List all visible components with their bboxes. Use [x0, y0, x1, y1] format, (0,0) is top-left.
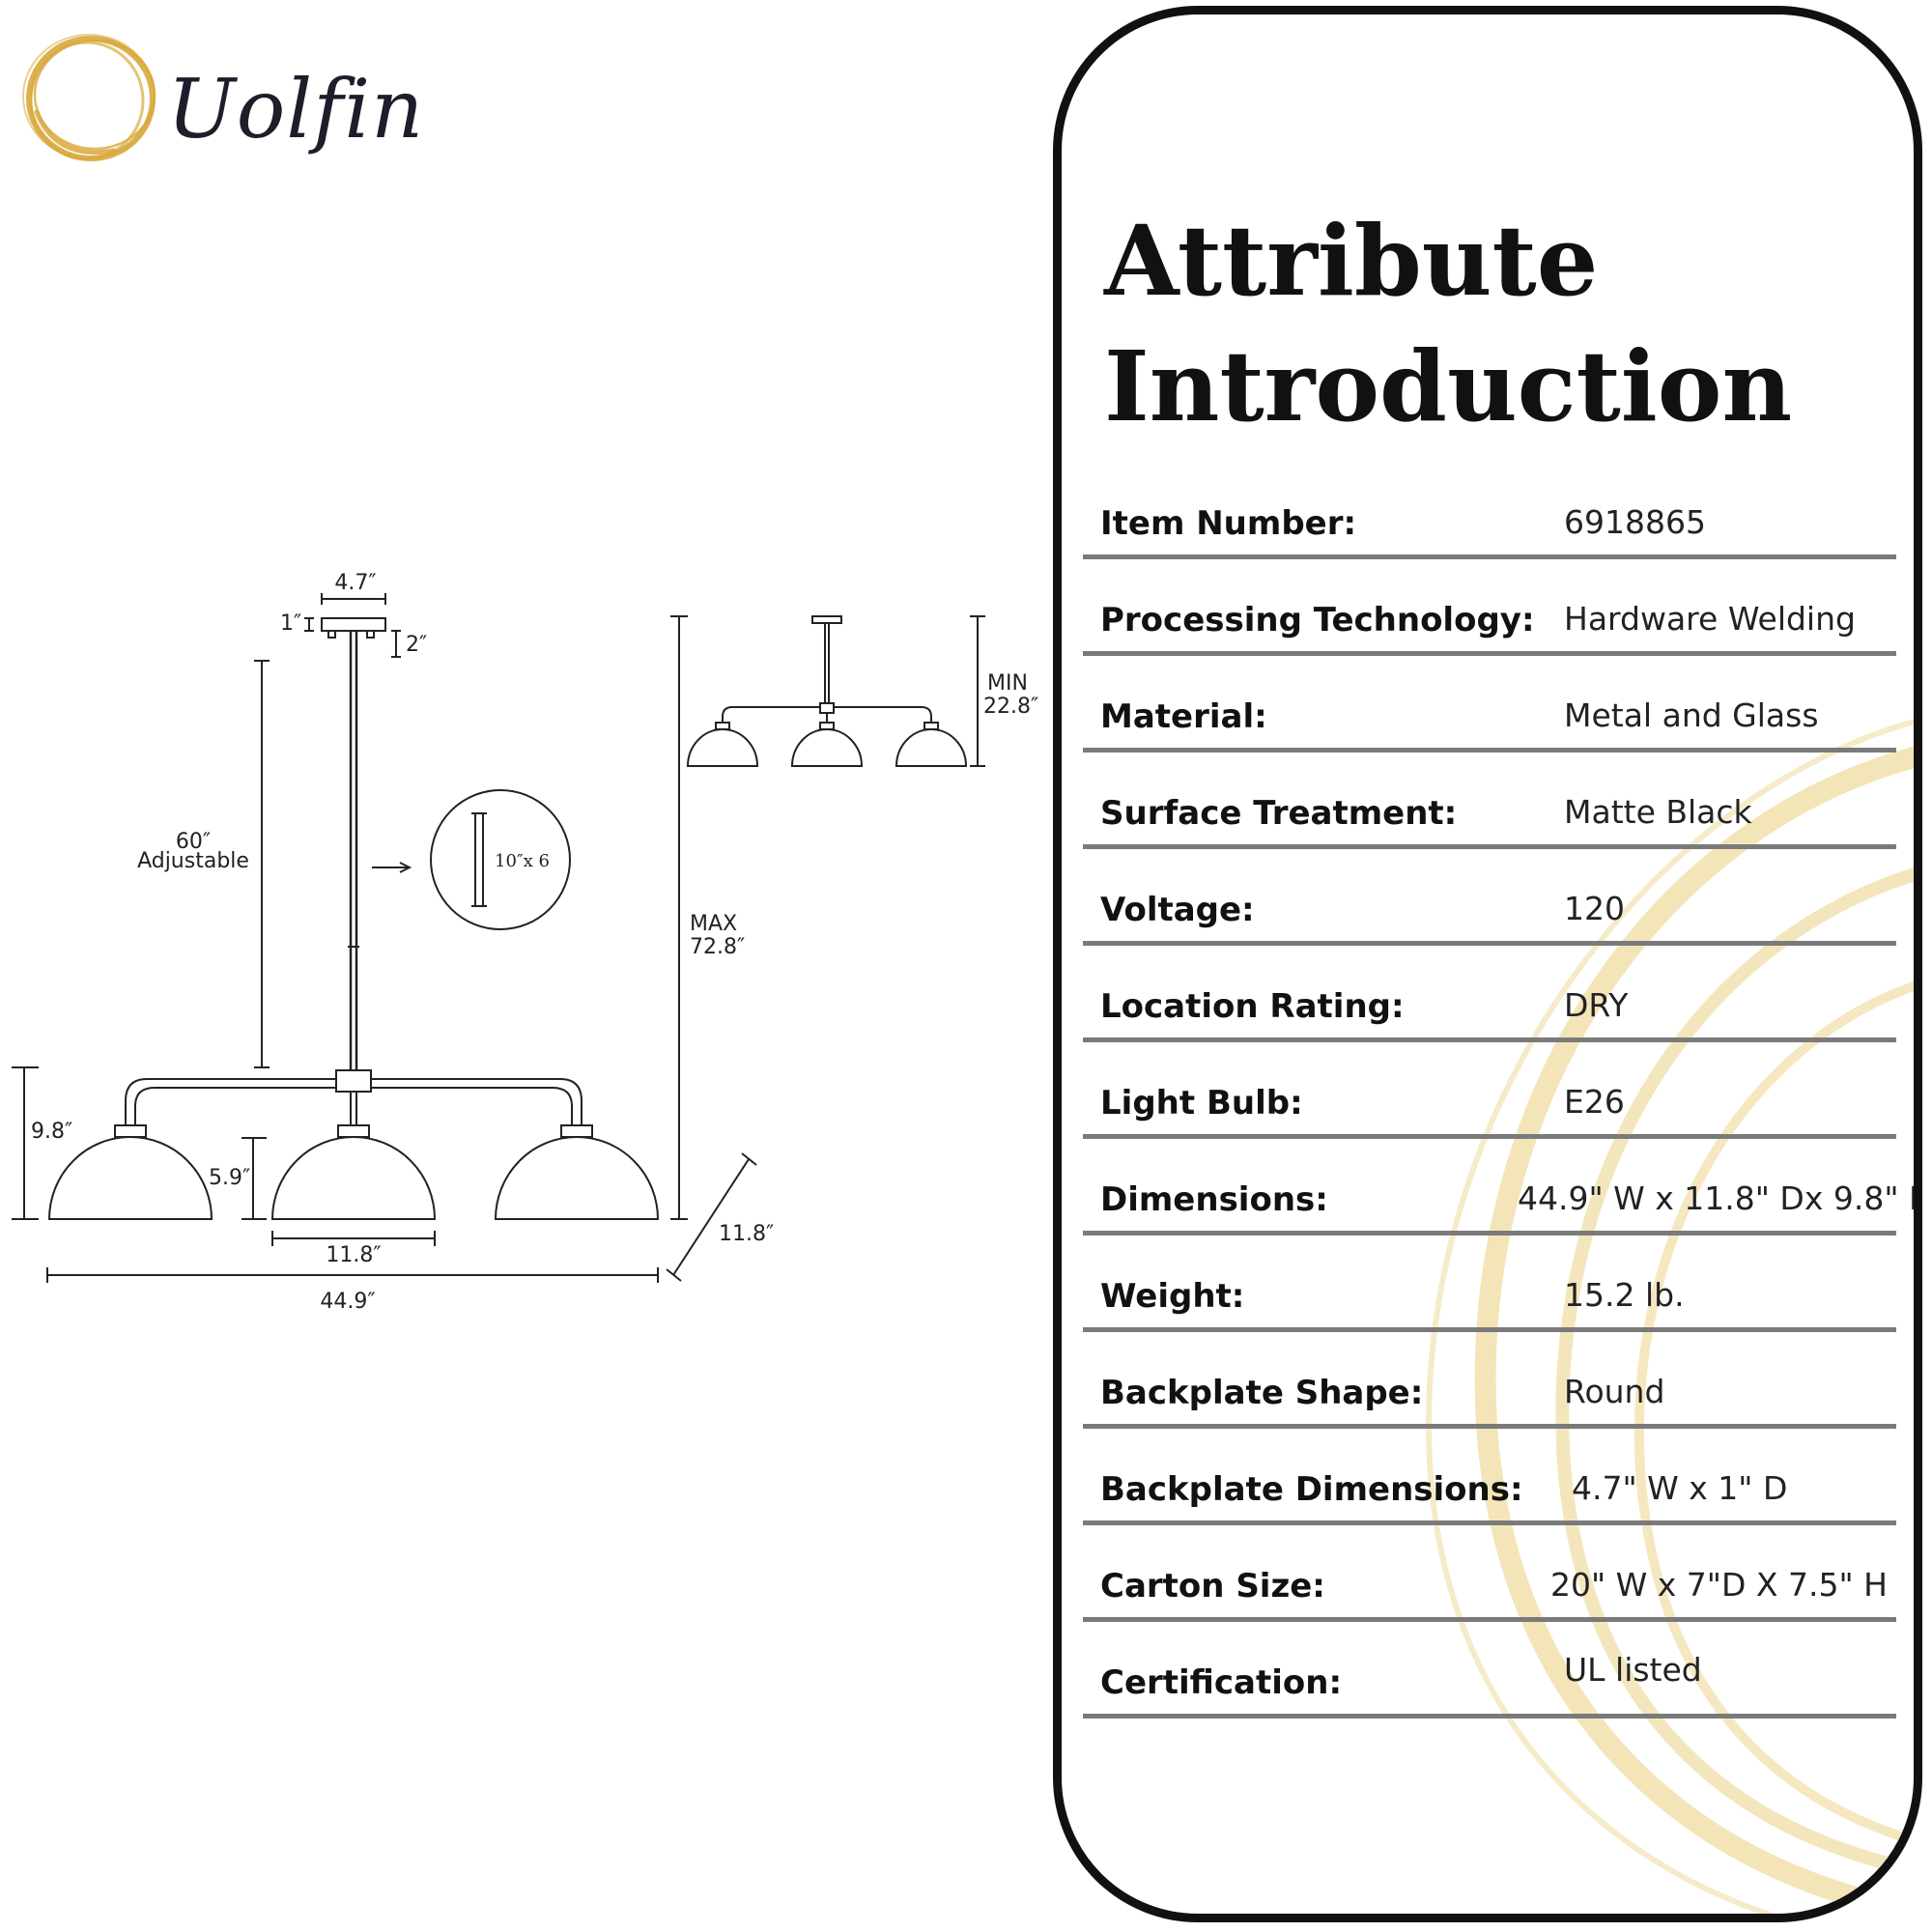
attribute-value: 6918865	[1564, 503, 1706, 541]
max-label: MAX	[690, 912, 738, 936]
attribute-value: Hardware Welding	[1564, 600, 1856, 638]
attribute-row-backplate-dimensions: Backplate Dimensions: 4.7" W x 1" D	[1083, 1453, 1896, 1525]
attribute-label: Item Number:	[1100, 504, 1357, 543]
card-title-line-2: Introduction	[1104, 329, 1793, 443]
attribute-value: 20" W x 7"D X 7.5" H	[1550, 1566, 1888, 1604]
attribute-row-backplate-shape: Backplate Shape: Round	[1083, 1356, 1896, 1429]
rod-length-label: 60″	[175, 830, 212, 854]
shade-width-label: 11.8″	[326, 1243, 382, 1267]
shade-height-label: 5.9″	[209, 1166, 251, 1190]
attribute-row-carton-size: Carton Size: 20" W x 7"D X 7.5" H	[1083, 1549, 1896, 1622]
canopy-width-label: 4.7″	[334, 571, 377, 595]
rod-adjustable-label: Adjustable	[137, 849, 249, 873]
brand-name: Uolfin	[167, 62, 425, 156]
rod-detail-label: 10″x 6	[495, 851, 550, 871]
attribute-label: Processing Technology:	[1100, 601, 1535, 639]
attribute-row-location-rating: Location Rating: DRY	[1083, 970, 1896, 1042]
fixture-drawing	[12, 593, 985, 1283]
attribute-label: Light Bulb:	[1100, 1084, 1303, 1122]
attribute-value: 44.9" W x 11.8" Dx 9.8" H	[1518, 1179, 1922, 1217]
max-value: 72.8″	[690, 935, 746, 959]
attribute-label: Carton Size:	[1100, 1567, 1325, 1605]
attribute-value: 4.7" W x 1" D	[1572, 1469, 1788, 1507]
min-value: 22.8″	[983, 695, 1039, 719]
attribute-label: Voltage:	[1100, 891, 1255, 929]
attribute-label: Backplate Dimensions:	[1100, 1470, 1523, 1509]
canopy-offset-label: 2″	[406, 633, 428, 657]
attribute-row-processing-technology: Processing Technology: Hardware Welding	[1083, 583, 1896, 656]
fixture-height-label: 9.8″	[31, 1120, 73, 1144]
attribute-row-certification: Certification: UL listed	[1083, 1646, 1896, 1719]
fixture-depth-label: 11.8″	[719, 1222, 775, 1246]
attribute-row-weight: Weight: 15.2 lb.	[1083, 1260, 1896, 1332]
attribute-row-voltage: Voltage: 120	[1083, 873, 1896, 946]
attribute-value: 120	[1564, 890, 1625, 927]
canopy-shape	[321, 617, 386, 632]
attribute-value: E26	[1564, 1083, 1625, 1121]
attribute-value: DRY	[1564, 986, 1629, 1024]
attribute-value: Round	[1564, 1373, 1665, 1410]
attribute-row-surface-treatment: Surface Treatment: Matte Black	[1083, 777, 1896, 849]
attribute-label: Certification:	[1100, 1663, 1343, 1702]
shade-center	[270, 1136, 437, 1220]
attribute-row-dimensions: Dimensions: 44.9" W x 11.8" Dx 9.8" H	[1083, 1163, 1914, 1236]
fixture-width-label: 44.9″	[320, 1290, 376, 1314]
attribute-label: Backplate Shape:	[1100, 1374, 1424, 1412]
canopy-depth-label: 1″	[280, 611, 302, 636]
attribute-label: Surface Treatment:	[1100, 794, 1458, 833]
attribute-row-item-number: Item Number: 6918865	[1083, 487, 1896, 559]
attribute-card: Attribute Introduction Item Number: 6918…	[1053, 6, 1922, 1922]
brand-logo: Uolfin	[17, 25, 423, 170]
gold-swirl-decoration-icon	[1425, 719, 1914, 1914]
attribute-value: Metal and Glass	[1564, 696, 1819, 734]
shade-right	[494, 1136, 660, 1220]
attribute-label: Location Rating:	[1100, 987, 1405, 1026]
attribute-label: Material:	[1100, 697, 1267, 736]
attribute-value: UL listed	[1564, 1651, 1702, 1689]
card-title: Attribute Introduction	[1104, 198, 1792, 449]
hub-shape	[335, 1069, 372, 1093]
attribute-row-material: Material: Metal and Glass	[1083, 680, 1896, 753]
attribute-value: 15.2 lb.	[1564, 1276, 1685, 1314]
attribute-label: Weight:	[1100, 1277, 1245, 1316]
fixture-dimension-diagram: 4.7″ 1″ 2″ 60″ Adjustable 10″x 6 MAX 72.…	[0, 541, 1053, 1333]
attribute-label: Dimensions:	[1100, 1180, 1328, 1219]
attribute-value: Matte Black	[1564, 793, 1752, 831]
min-label: MIN	[987, 671, 1028, 696]
gold-ring-logo-icon	[22, 34, 156, 161]
shade-left	[47, 1136, 213, 1220]
card-title-line-1: Attribute	[1104, 204, 1599, 318]
attribute-row-light-bulb: Light Bulb: E26	[1083, 1066, 1896, 1139]
